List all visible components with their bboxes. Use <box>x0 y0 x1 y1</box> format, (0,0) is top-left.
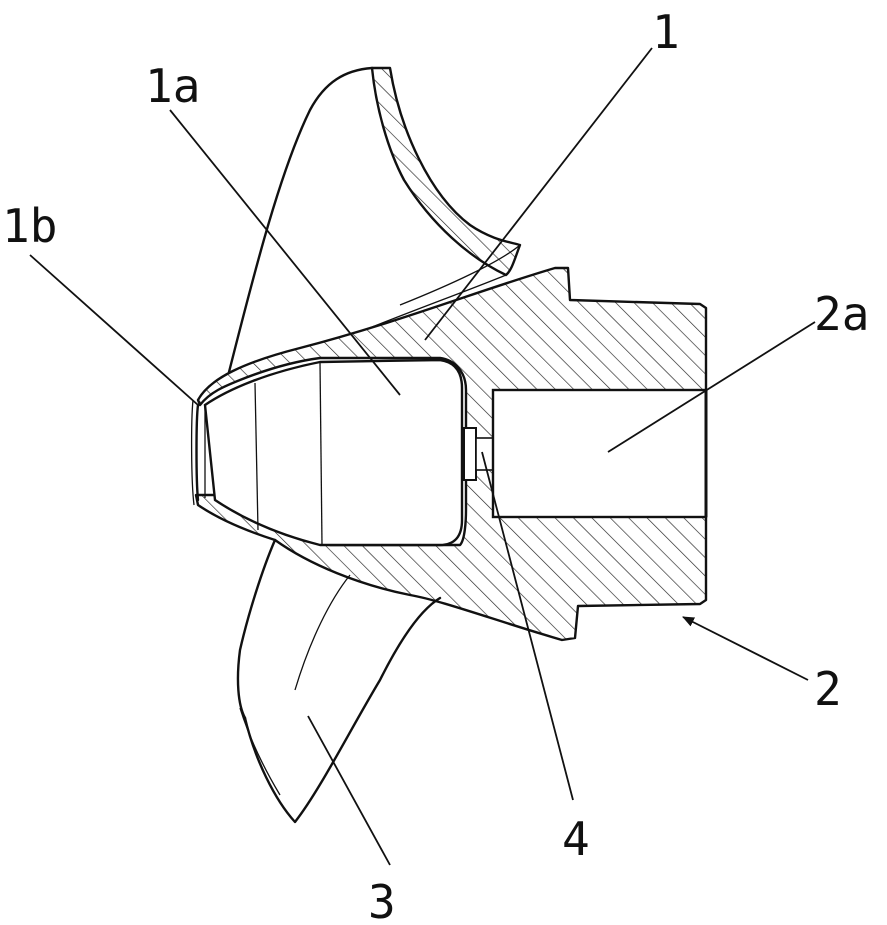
cavity-1a <box>203 358 464 547</box>
leader-1 <box>424 47 653 341</box>
lower-blade-edge <box>243 596 442 824</box>
leader-2a <box>607 321 816 453</box>
bore-2a <box>491 388 708 519</box>
label-2: 2 <box>814 662 842 716</box>
cavity-inner-line-1 <box>319 361 323 546</box>
cavity-inner-line-2 <box>254 382 259 531</box>
lower-blade-inner <box>239 707 281 796</box>
label-1a: 1a <box>145 59 200 113</box>
upper-blade-seam-2 <box>399 244 521 306</box>
lower-blade-curve <box>294 574 351 691</box>
nose-tip-outer <box>190 399 195 506</box>
lower-blade-outline <box>236 538 277 720</box>
label-3: 3 <box>368 875 396 925</box>
pin-4 <box>463 427 477 481</box>
leader-4 <box>481 451 574 801</box>
arrow-2 <box>682 616 809 681</box>
label-1: 1 <box>652 5 680 59</box>
leader-3 <box>307 715 391 866</box>
upper-blade-outline <box>227 66 374 374</box>
label-1b: 1b <box>2 199 57 253</box>
nose-tip-1b <box>195 403 200 502</box>
leader-1b <box>29 254 199 406</box>
leader-1a <box>169 109 401 396</box>
label-4: 4 <box>562 812 590 866</box>
upper-blade-section <box>370 66 522 277</box>
label-2a: 2a <box>814 287 869 341</box>
